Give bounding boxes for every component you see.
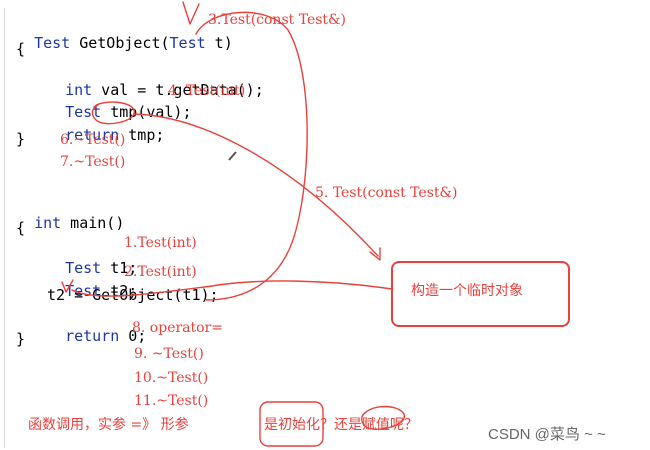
return-keyword: return — [65, 126, 120, 144]
code-text: val = t.getData(); — [92, 81, 264, 99]
bottom-note-part1: 函数调用，实参 =》 形参 — [28, 417, 189, 433]
code-line-open-brace: { — [16, 40, 26, 58]
annotation-2-ctor-int: 2.Test(int) — [124, 264, 197, 280]
assign-circle — [361, 405, 405, 430]
temp-to-assign-curve — [71, 280, 393, 297]
code-line-return-zero: return 0; — [47, 309, 146, 345]
code-line-int-val: int val = t.getData(); — [47, 63, 264, 99]
int-keyword: int — [65, 81, 93, 99]
tmp-to-temp-arrow — [133, 113, 379, 257]
annotation-7-dtor: 7.~Test() — [60, 154, 126, 170]
tmp-circle — [91, 101, 135, 125]
pen-mark — [228, 151, 237, 161]
param-type-keyword: Test — [169, 34, 206, 52]
return-keyword: return — [65, 327, 120, 345]
type-keyword: Test — [65, 103, 102, 121]
param-tick-arrow — [182, 1, 200, 25]
code-line-test-t1: Test t1; — [47, 241, 137, 277]
assign-tick — [61, 279, 74, 293]
code-line-test-tmp: Test tmp(val); — [47, 85, 192, 121]
annotation-3-copy-ctor: 3.Test(const Test&) — [208, 12, 346, 28]
code-text: GetObject( — [70, 34, 170, 52]
annotation-9-dtor: 9. ~Test() — [134, 346, 204, 362]
annotation-8-operator-assign: 8. operator= — [132, 320, 223, 336]
code-line-assign-getobject: t2 = GetObject(t1); — [47, 286, 219, 304]
code-text: 0; — [119, 327, 147, 345]
annotation-10-dtor: 10.~Test() — [134, 370, 209, 386]
code-text: t) — [205, 34, 233, 52]
code-text: tmp(val); — [101, 103, 192, 121]
tmp-to-temp-arrowhead — [369, 247, 381, 261]
code-line-getobject-signature: Test GetObject(Test t) — [16, 16, 233, 52]
int-keyword: int — [34, 214, 62, 232]
code-line-close-brace: } — [16, 130, 26, 148]
annotation-6-dtor: 6.~Test() — [60, 132, 126, 148]
code-line-return-tmp: return tmp; — [47, 108, 164, 144]
code-text: main() — [61, 214, 125, 232]
code-line-close-brace: } — [16, 330, 26, 348]
code-line-main-signature: int main() — [16, 196, 124, 232]
code-text: tmp; — [119, 126, 165, 144]
type-keyword: Test — [34, 34, 71, 52]
temp-object-label: 构造一个临时对象 — [411, 283, 523, 299]
annotation-4-ctor-int: 4. Test(int) — [168, 83, 246, 99]
csdn-watermark: CSDN @菜鸟 ~ ~ — [488, 426, 606, 443]
init-circle — [259, 401, 324, 447]
annotation-11-dtor: 11.~Test() — [134, 393, 209, 409]
annotation-1-ctor-int: 1.Test(int) — [124, 235, 197, 251]
editor-gutter — [4, 8, 5, 448]
code-text: t1; — [101, 259, 138, 277]
code-line-open-brace: { — [16, 219, 26, 237]
annotation-5-copy-ctor: 5. Test(const Test&) — [315, 185, 458, 201]
temp-object-box — [391, 261, 570, 327]
arg-to-param-loop — [195, 11, 308, 301]
type-keyword: Test — [65, 259, 102, 277]
